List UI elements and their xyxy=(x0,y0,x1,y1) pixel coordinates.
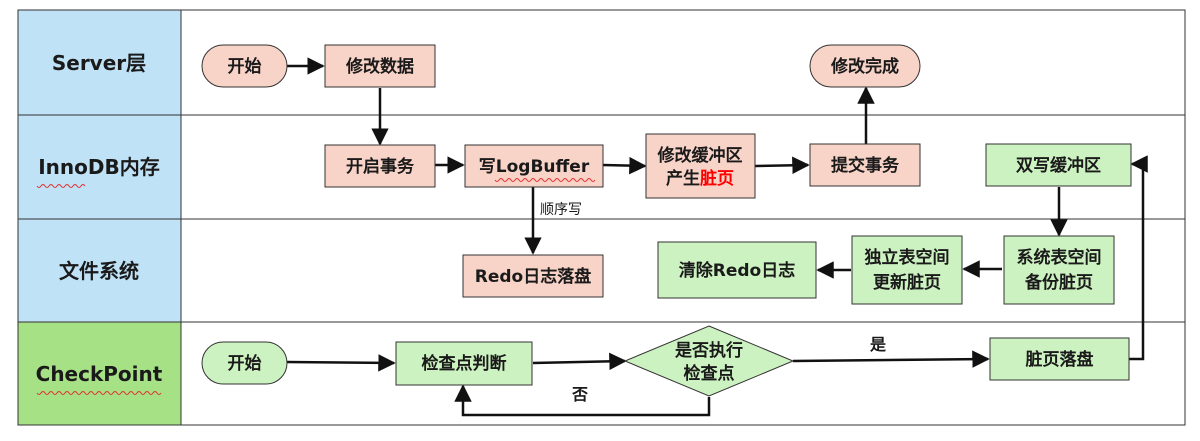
checkpoint-start-label: 开始 xyxy=(228,353,262,374)
start-node xyxy=(201,44,288,88)
edge-judge-to-decision xyxy=(532,352,627,371)
double-write-node xyxy=(985,143,1132,187)
commit-tx-label: 提交事务 xyxy=(831,155,900,176)
edges xyxy=(286,57,1148,417)
nodes: 开始 修改数据 修改完成 开启事务 写LogBuffer 修改缓冲区 产生脏页 … xyxy=(201,44,1132,404)
flush-dirty-node xyxy=(989,337,1130,381)
sequential-write-label: 顺序写 xyxy=(540,202,582,218)
write-logbuffer-node xyxy=(464,144,604,188)
modify-data-label: 修改数据 xyxy=(345,56,414,77)
modify-buffer-node xyxy=(645,133,756,199)
modify-done-node xyxy=(809,44,921,88)
lane-server-bg xyxy=(17,9,1186,116)
indep-tablespace-node xyxy=(851,235,963,305)
dirty-page-highlight: 脏页 xyxy=(700,168,734,189)
lane-innodb-header xyxy=(17,114,182,220)
sys-tablespace-line2: 备份脏页 xyxy=(1024,272,1093,293)
modify-done-label: 修改完成 xyxy=(830,56,899,77)
edge-buffer-to-commit xyxy=(754,156,810,175)
sys-tablespace-node xyxy=(1003,235,1115,305)
lane-checkpoint-header xyxy=(17,321,182,426)
spellcheck-underline-innodb xyxy=(36,184,86,188)
modify-buffer-line2: 产生脏页 xyxy=(666,168,734,189)
decision-node xyxy=(623,325,795,397)
flush-dirty-label: 脏页落盘 xyxy=(1026,349,1094,370)
clear-redo-node xyxy=(657,241,817,299)
checkpoint-judge-label: 检查点判断 xyxy=(422,353,507,374)
decision-line2: 检查点 xyxy=(684,363,735,384)
indep-tablespace-line2: 更新脏页 xyxy=(873,272,941,293)
lane-server-header xyxy=(17,9,182,116)
double-write-label: 双写缓冲区 xyxy=(1016,155,1101,176)
edge-decision-no xyxy=(454,384,711,417)
spellcheck-underline-checkpoint xyxy=(36,391,162,395)
redo-flush-label: Redo日志落盘 xyxy=(475,266,591,287)
modify-data-node xyxy=(324,44,436,88)
checkpoint-start-node xyxy=(201,341,288,385)
decision-line1: 是否执行 xyxy=(675,340,743,361)
clear-redo-label: 清除Redo日志 xyxy=(679,260,795,281)
begin-tx-label: 开启事务 xyxy=(346,156,415,177)
start-node-label: 开始 xyxy=(228,56,262,77)
edge-decision-yes xyxy=(792,350,990,368)
sys-tablespace-line1: 系统表空间 xyxy=(1017,247,1102,268)
begin-tx-node xyxy=(324,144,436,188)
lane-label-checkpoint: CheckPoint xyxy=(36,362,163,386)
modify-buffer-line1: 修改缓冲区 xyxy=(657,145,743,166)
redo-flush-node xyxy=(462,254,604,298)
edge-logbuffer-to-buffer xyxy=(602,156,647,175)
edge-cpstart-to-judge xyxy=(286,354,396,372)
lane-label-innodb: InnoDB内存 xyxy=(38,155,160,179)
no-label: 否 xyxy=(571,385,588,404)
spellcheck-underline-logbuffer xyxy=(494,178,596,182)
checkpoint-judge-node xyxy=(395,341,533,386)
lane-label-fs: 文件系统 xyxy=(59,259,139,283)
lane-label-server: Server层 xyxy=(52,51,146,75)
write-logbuffer-label: 写LogBuffer xyxy=(479,157,590,177)
commit-tx-node xyxy=(809,143,921,187)
yes-label: 是 xyxy=(869,335,886,354)
modify-buffer-line2-prefix: 产生 xyxy=(666,168,700,189)
edge-flush-to-doublewrite xyxy=(1129,155,1148,361)
indep-tablespace-line1: 独立表空间 xyxy=(865,247,950,268)
